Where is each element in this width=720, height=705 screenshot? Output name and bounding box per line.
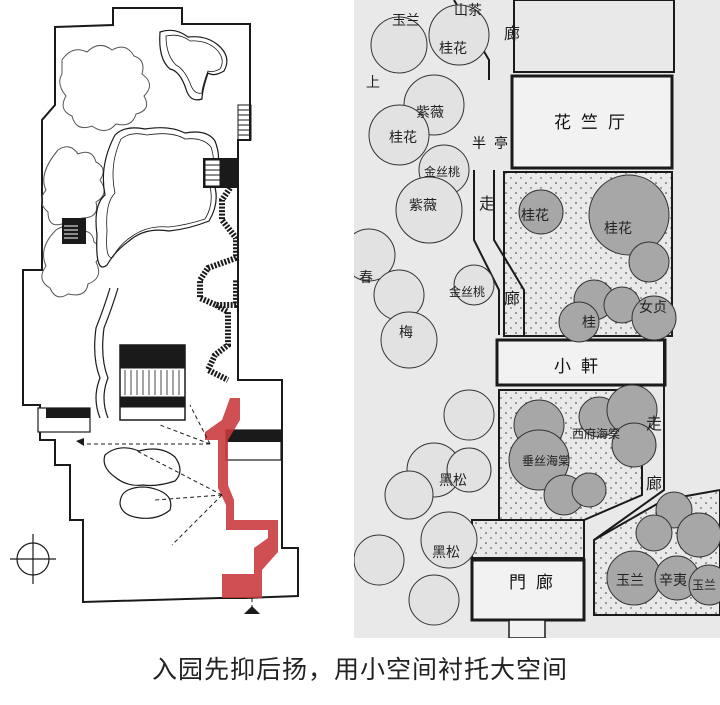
plant-label: 辛夷 — [659, 573, 687, 589]
plant-label: 女贞 — [639, 300, 667, 316]
plant-label: 玉兰 — [692, 578, 717, 592]
label-gate-corridor: 門廊 — [509, 573, 563, 593]
label-corridor-walk: 走 — [479, 194, 496, 213]
plant-label: 桂花 — [604, 221, 632, 237]
plant-label: 垂丝海棠 — [522, 454, 571, 468]
plant-label: 西府海棠 — [572, 427, 621, 441]
plant-label: 梅 — [399, 325, 413, 341]
sight-lines — [82, 404, 253, 612]
hall-room — [510, 74, 674, 170]
plant-label: 桂花 — [389, 130, 417, 146]
label-corridor-top: 廊 — [504, 24, 521, 43]
plant-label: 桂 — [582, 315, 596, 331]
figure-caption: 入园先抑后扬，用小空间衬托大空间 — [151, 655, 568, 684]
plant-label: 金丝桃 — [424, 165, 461, 179]
label-corridor-gallery: 廊 — [504, 289, 521, 308]
pond-outline — [95, 127, 220, 268]
planting-plan-drawing — [354, 0, 720, 638]
plant-label: 黑松 — [439, 473, 467, 489]
light-tree-canopies — [354, 4, 495, 626]
label-half-pavilion: 半亭 — [472, 136, 516, 152]
entrance-arrow-icon — [244, 606, 260, 614]
plant-label: 桂花 — [439, 41, 467, 57]
sketch-site-plan — [0, 0, 340, 630]
label-right-corridor-walk: 走 — [646, 414, 663, 433]
sketch-plan-drawing — [10, 7, 299, 614]
plant-label: 桂花 — [521, 208, 549, 224]
planting-plan: 花竺厅 半亭 小軒 門廊 廊 走 廊 走 廊 上 玉兰 桂花 山茶 紫薇 桂花 … — [354, 0, 720, 638]
label-edge-mark: 上 — [366, 75, 380, 91]
plant-label: 金丝桃 — [449, 285, 486, 299]
gate-corridor-room — [470, 558, 586, 622]
plant-label: 紫薇 — [416, 105, 444, 121]
label-small-pavilion: 小軒 — [554, 357, 608, 377]
plant-label: 玉兰 — [392, 13, 420, 29]
plant-label: 黑松 — [432, 545, 460, 561]
plant-label: 山茶 — [454, 3, 482, 19]
north-arrow-icon — [10, 534, 56, 584]
plant-label: 春 — [359, 270, 373, 286]
entrance-route-highlight — [205, 398, 278, 598]
plant-label: 玉兰 — [616, 573, 644, 589]
label-right-corridor-gallery: 廊 — [646, 474, 663, 493]
plant-label: 紫薇 — [409, 198, 437, 214]
tree-canopy-sketch — [59, 45, 150, 131]
dark-tree-canopies — [508, 174, 720, 606]
label-hall: 花竺厅 — [554, 113, 635, 133]
